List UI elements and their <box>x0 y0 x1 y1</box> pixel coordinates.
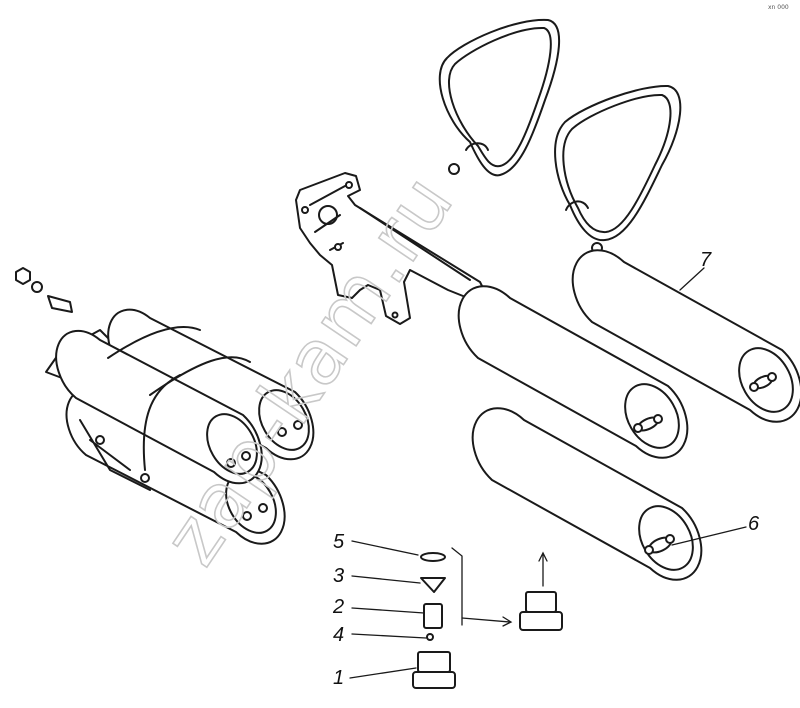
callout-5: 5 <box>333 531 345 553</box>
leader-1 <box>349 667 417 679</box>
mounting-bracket <box>295 172 487 325</box>
leader-7 <box>679 267 705 291</box>
part-2-plunger <box>423 603 443 629</box>
leader-3 <box>351 575 421 584</box>
nuts-and-bolt <box>15 267 73 313</box>
receiver-tank-7 <box>571 249 800 423</box>
part-5-ring <box>420 552 446 562</box>
receiver-tank-6 <box>471 407 703 581</box>
leader-5 <box>351 540 419 556</box>
part-3-cone <box>420 577 446 593</box>
callout-1: 1 <box>333 667 344 689</box>
part-4-ball <box>426 633 434 641</box>
callout-6: 6 <box>748 513 760 535</box>
callout-7: 7 <box>700 249 712 271</box>
callout-2: 2 <box>332 596 344 618</box>
assembled-tank-group <box>45 308 315 545</box>
receiver-tank-middle <box>457 285 689 459</box>
strap-right <box>554 84 682 254</box>
leader-6 <box>671 526 747 546</box>
part-1-valve-body <box>412 651 456 689</box>
leader-2 <box>351 607 425 614</box>
strap-left <box>438 18 561 177</box>
corner-note: xn 000 <box>768 4 789 11</box>
leader-4 <box>351 633 427 639</box>
drain-valve-detail <box>412 547 563 689</box>
callout-4: 4 <box>333 624 344 646</box>
assembled-valve <box>519 591 563 631</box>
callout-3: 3 <box>333 565 344 587</box>
